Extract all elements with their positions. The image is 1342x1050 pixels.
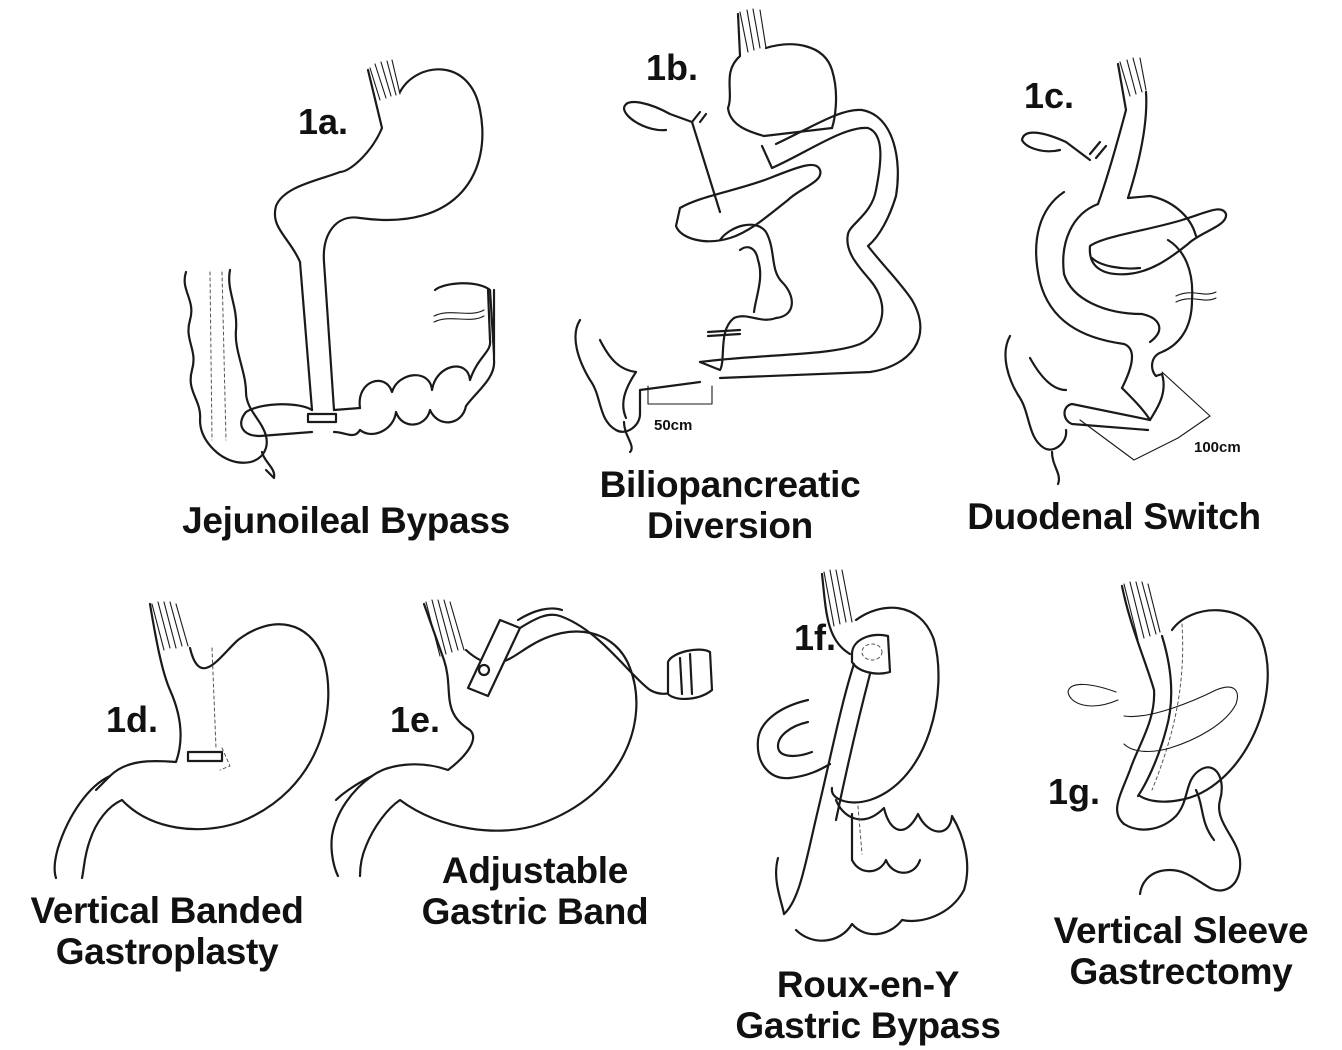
length-label-50cm: 50cm	[654, 418, 692, 433]
procedure-name-vbg-line2: Gastroplasty	[0, 931, 334, 972]
procedure-name-sleeve-line2: Gastrectomy	[1022, 951, 1340, 992]
vertical-sleeve-gastrectomy-drawing	[1068, 582, 1268, 894]
length-label-100cm: 100cm	[1194, 440, 1241, 455]
panel-tag-1g: 1g.	[1048, 774, 1100, 810]
procedure-name-sleeve-line1: Vertical Sleeve	[1022, 910, 1340, 951]
procedure-name-rygb-line1: Roux-en-Y	[700, 964, 1036, 1005]
biliopancreatic-diversion-drawing	[575, 9, 920, 452]
procedure-name-biliopancreatic-line2: Diversion	[560, 505, 900, 546]
procedure-name-duodenal-switch: Duodenal Switch	[936, 496, 1292, 537]
procedure-name-biliopancreatic-line1: Biliopancreatic	[560, 464, 900, 505]
panel-tag-1c: 1c.	[1024, 78, 1074, 114]
adjustable-gastric-band-drawing	[331, 600, 712, 876]
procedure-name-rygb-line2: Gastric Bypass	[700, 1005, 1036, 1046]
vertical-banded-gastroplasty-drawing	[55, 602, 329, 878]
duodenal-switch-drawing	[1005, 58, 1226, 484]
procedure-name-band-line1: Adjustable	[380, 850, 690, 891]
procedure-name-jejunoileal-bypass: Jejunoileal Bypass	[156, 500, 536, 541]
panel-tag-1b: 1b.	[646, 50, 698, 86]
panel-tag-1a: 1a.	[298, 104, 348, 140]
panel-tag-1f: 1f.	[794, 620, 836, 656]
panel-tag-1e: 1e.	[390, 702, 440, 738]
panel-tag-1d: 1d.	[106, 702, 158, 738]
procedure-name-band-line2: Gastric Band	[380, 891, 690, 932]
procedure-name-vbg-line1: Vertical Banded	[0, 890, 334, 931]
roux-en-y-gastric-bypass-drawing	[758, 570, 967, 941]
